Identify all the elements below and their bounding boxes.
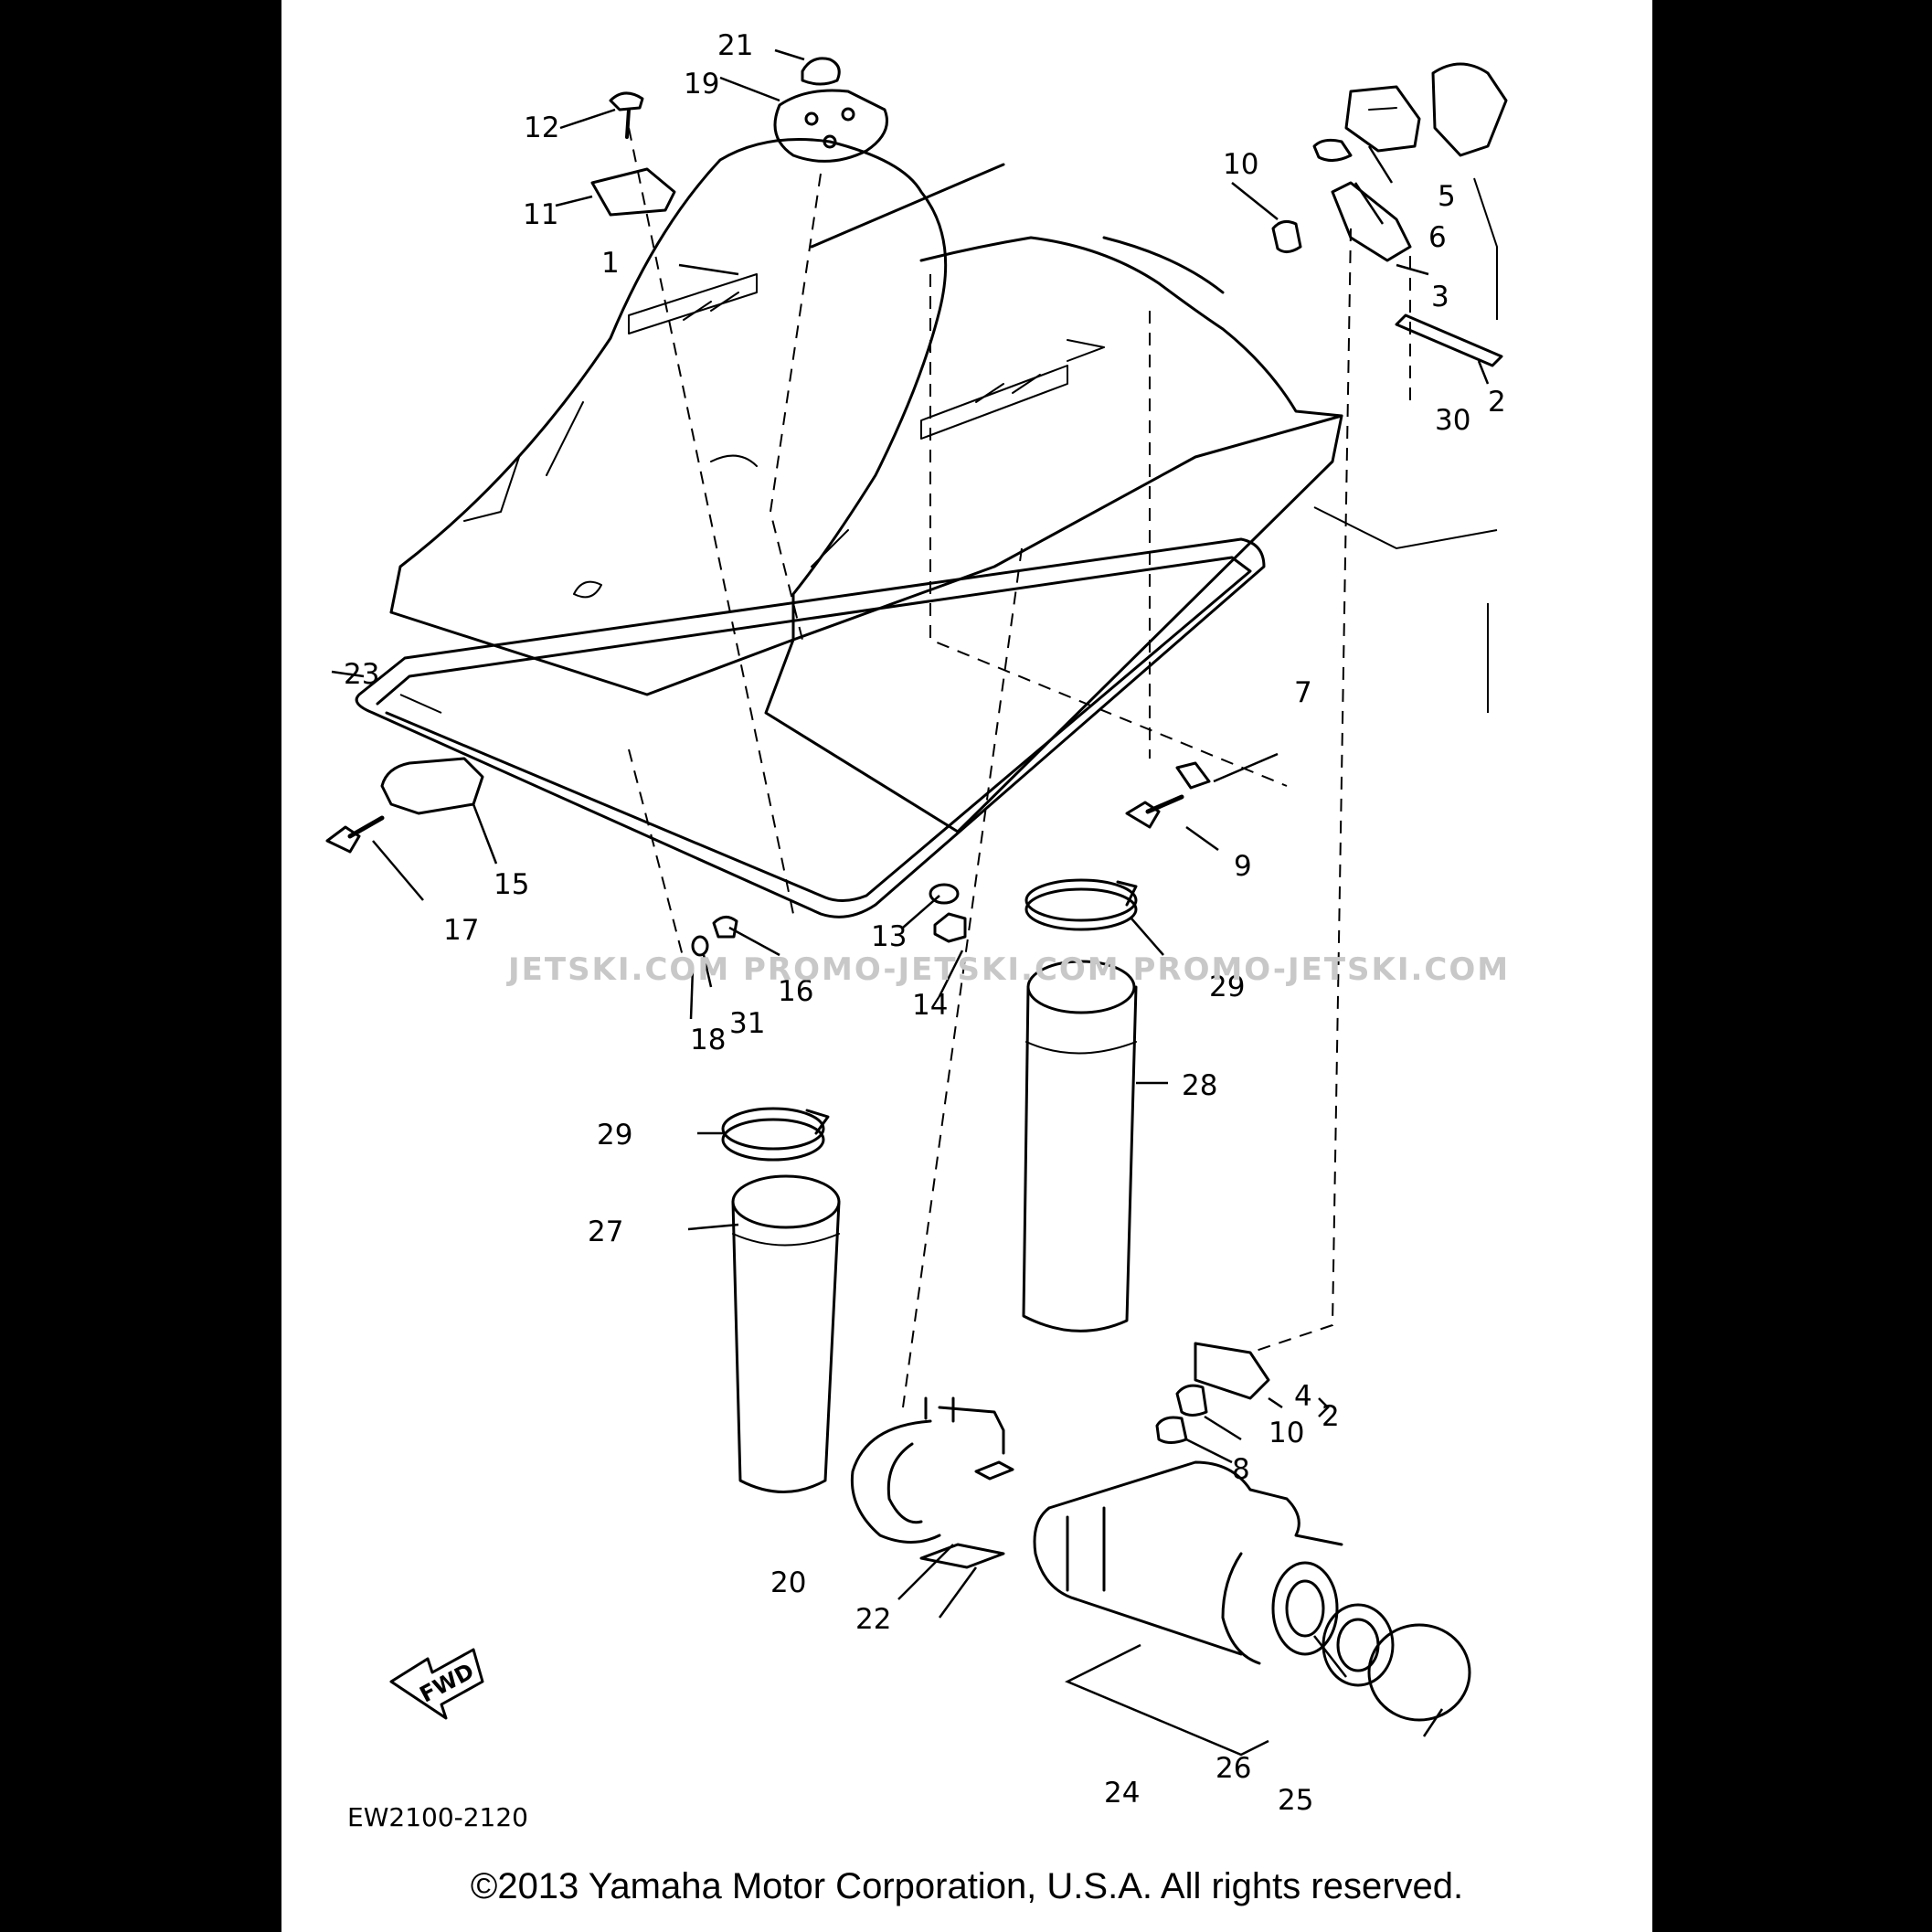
callout-4: 4 [1294,1380,1312,1413]
clamp-29-upper [1024,878,1138,931]
strip-30 [1395,313,1503,367]
plate-4 [1194,1342,1270,1400]
callout-labels: 1 2 2 3 4 5 6 7 8 9 10 10 11 12 13 14 15… [344,29,1510,1832]
callout-6: 6 [1428,221,1447,254]
catch-6 [1431,62,1508,157]
callout-17: 17 [443,914,479,947]
callout-1: 1 [601,247,620,280]
callout-30: 30 [1435,404,1470,437]
diagram-sheet: 1 2 2 3 4 5 6 7 8 9 10 10 11 12 13 14 15… [281,0,1652,1932]
callout-26: 26 [1215,1752,1251,1785]
callout-2b: 2 [1322,1400,1340,1433]
copyright-notice: ©2013 Yamaha Motor Corporation, U.S.A. A… [470,1866,1464,1906]
callout-9: 9 [1234,850,1252,883]
fwd-arrow [389,1648,484,1720]
watermark: JETSKI.COM PROMO-JETSKI.COM PROMO-JETSKI… [506,951,1510,988]
callout-10b: 10 [1269,1417,1304,1449]
callout-18: 18 [690,1024,726,1056]
washer-6 [1312,138,1353,162]
callout-3: 3 [1431,281,1449,313]
bracket-11 [590,167,676,217]
callout-7: 7 [1294,676,1312,709]
bracket-15 [380,757,484,815]
callout-5: 5 [1438,180,1456,213]
seal-frame [355,537,1266,918]
plate-3 [1331,181,1412,262]
callout-29b: 29 [597,1119,632,1152]
cap-8 [1155,1416,1188,1444]
washer-31 [691,935,709,957]
ring-26 [1322,1603,1395,1687]
latch-5 [1344,85,1421,153]
cap-25 [1367,1623,1471,1722]
tube-28 [1022,960,1138,1332]
callout-23: 23 [344,658,379,691]
callout-22: 22 [855,1603,891,1636]
hood-cover [389,138,1343,833]
pad-22 [919,1460,1014,1569]
callout-29a: 29 [1209,971,1245,1003]
callout-27: 27 [588,1215,623,1248]
callout-11: 11 [523,198,558,231]
callout-10a: 10 [1223,148,1258,181]
diagram-code: EW2100-2120 [347,1802,528,1832]
callout-28: 28 [1182,1069,1217,1102]
callout-14: 14 [912,989,948,1022]
clip-7 [1175,761,1211,790]
callout-24: 24 [1104,1777,1140,1810]
callout-21: 21 [717,29,753,62]
stopper-10-bottom [1175,1384,1208,1417]
tube-27 [731,1174,841,1493]
callout-20: 20 [770,1566,806,1599]
plate-19 [773,89,888,163]
callout-25: 25 [1278,1784,1313,1817]
bracket-20 [850,1396,1005,1544]
nut-14 [933,912,967,943]
parts-diagram: 1 2 2 3 4 5 6 7 8 9 10 10 11 12 13 14 15… [325,29,1510,1832]
bolt-9 [1125,794,1184,829]
callout-31: 31 [729,1007,765,1040]
canister-24 [1033,1460,1343,1665]
bolt-17 [325,815,385,854]
callout-13: 13 [871,920,907,953]
callout-12: 12 [524,111,559,144]
cap-21 [801,57,841,86]
stopper-10-top [1271,219,1302,253]
callout-19: 19 [684,68,719,101]
callout-16: 16 [778,975,813,1008]
washer-13 [929,883,960,905]
nut-16 [712,916,738,939]
clamp-29-lower [721,1107,830,1162]
callout-2: 2 [1488,386,1506,419]
screw-12 [609,91,644,139]
callout-15: 15 [494,868,529,901]
callout-8: 8 [1232,1453,1250,1486]
